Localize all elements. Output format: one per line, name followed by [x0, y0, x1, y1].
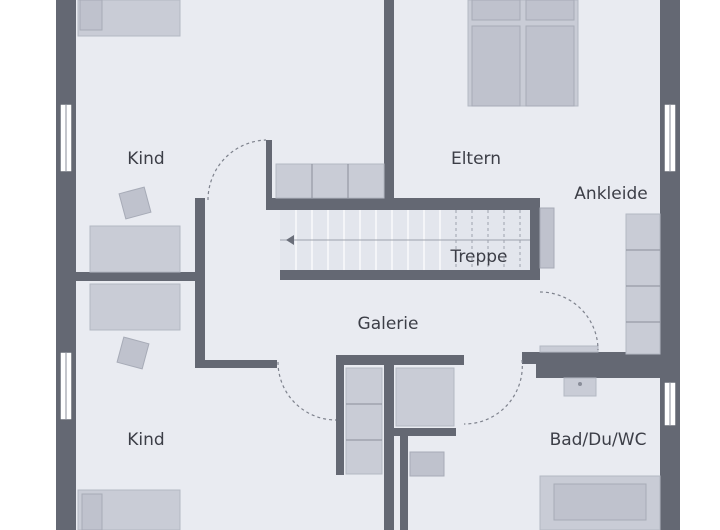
wall-exterior-left	[56, 0, 76, 530]
room-label-eltern: Eltern	[451, 149, 501, 169]
wall-stair-left-stub	[266, 140, 272, 210]
toilet-closet	[409, 451, 445, 477]
wall-kind-eltern	[384, 0, 394, 200]
wall-bath-left	[400, 436, 408, 530]
door-swing-bad	[463, 359, 523, 425]
double-bed-eltern	[467, 0, 579, 107]
wall-center-vertical-2	[336, 365, 344, 475]
cabinet-closet	[395, 367, 455, 427]
door-swing-kind-bottom	[277, 361, 337, 421]
wardrobe-eltern	[275, 163, 385, 199]
wall-stair-right	[530, 198, 540, 280]
wall-bath-top-2	[536, 364, 660, 378]
bed-kind-bottom	[77, 489, 181, 530]
wall-galerie-bottom-left	[195, 360, 277, 368]
drain-icon	[578, 382, 582, 386]
bathtub	[539, 475, 661, 530]
room-label-treppe: Treppe	[449, 247, 507, 267]
wall-exterior-right	[660, 0, 680, 530]
door-swing-ankleide	[539, 291, 599, 351]
chair-kind-top	[118, 186, 152, 220]
shelves-galerie	[345, 367, 383, 475]
stair-railing	[539, 207, 555, 269]
sink-bad	[563, 377, 597, 397]
wall-closet-bottom	[394, 428, 456, 436]
room-label-ankleide: Ankleide	[574, 184, 647, 204]
sliding-door-ankleide	[539, 345, 599, 353]
shelving-ankleide	[625, 213, 661, 355]
staircase	[280, 210, 530, 270]
window-right-top	[663, 103, 677, 173]
window-left-bottom	[59, 351, 73, 421]
window-right-bottom	[663, 381, 677, 427]
wall-center-vertical-1	[384, 365, 394, 530]
wall-stair-top	[266, 198, 540, 210]
wall-stair-bottom	[280, 270, 540, 280]
room-label-kind-top: Kind	[127, 149, 164, 169]
window-left-top	[59, 103, 73, 173]
chair-kind-bottom	[116, 336, 150, 370]
desk-kind-bottom	[89, 283, 181, 331]
door-swing-kind-top	[207, 139, 267, 201]
room-label-galerie: Galerie	[358, 314, 419, 334]
desk-kind-top	[89, 225, 181, 273]
stair-direction-arrow-icon	[286, 235, 294, 245]
room-label-kind-bottom: Kind	[127, 430, 164, 450]
wall-kind-divider	[76, 272, 200, 281]
wall-galerie-left	[195, 198, 205, 368]
pillow-kind-top	[79, 0, 103, 31]
wall-bath-top-left	[336, 355, 464, 365]
room-label-bad: Bad/Du/WC	[550, 430, 647, 450]
wall-bath-top	[522, 352, 660, 364]
